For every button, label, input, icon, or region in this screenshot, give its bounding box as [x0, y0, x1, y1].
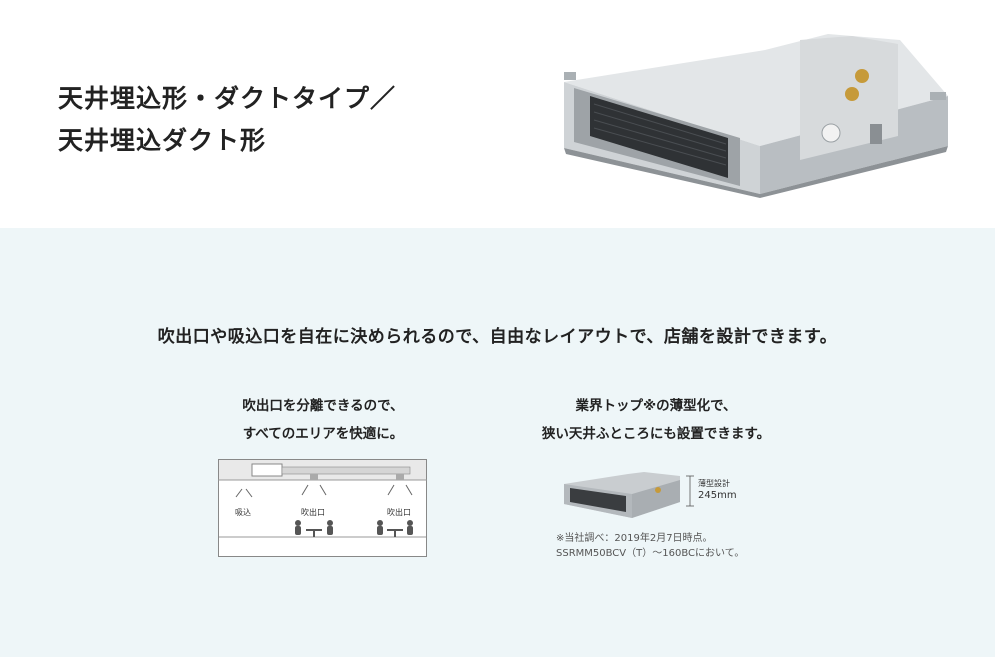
right-feature-line-1: 業界トップ※の薄型化で、 [575, 398, 737, 414]
intake-label: 吸込 [235, 508, 251, 517]
right-feature-text: 業界トップ※の薄型化で、 狭い天井ふところにも設置できます。 [496, 392, 816, 448]
title-line-1: 天井埋込形・ダクトタイプ／ [58, 84, 397, 113]
left-feature-line-1: 吹出口を分離できるので、 [242, 398, 404, 414]
slim-dimension-label: 薄型設計 [698, 478, 730, 488]
footnote: ※当社調べ：2019年2月7日時点。 SSRMM50BCV（T）～160BCにお… [556, 531, 744, 561]
slim-unit-image: 薄型設計 245mm [564, 472, 737, 518]
hero-section: 天井埋込形・ダクトタイプ／ 天井埋込ダクト形 [0, 0, 995, 228]
outlet-label-1: 吹出口 [301, 507, 325, 517]
ducted-unit-image [564, 34, 948, 198]
page-title: 天井埋込形・ダクトタイプ／ 天井埋込ダクト形 [58, 78, 396, 162]
left-feature-text: 吹出口を分離できるので、 すべてのエリアを快適に。 [218, 392, 428, 448]
layout-diagram: 吸込 吹出口 吹出口 [218, 459, 427, 557]
title-line-2: 天井埋込ダクト形 [58, 126, 267, 155]
footnote-line-1: ※当社調べ：2019年2月7日時点。 [556, 533, 713, 544]
outlet-label-2: 吹出口 [387, 507, 411, 517]
right-feature-line-2: 狭い天井ふところにも設置できます。 [541, 426, 771, 442]
slim-dimension-value: 245mm [698, 490, 737, 501]
feature-headline: 吹出口や吸込口を自在に決められるので、自由なレイアウトで、店舗を設計できます。 [157, 327, 838, 347]
left-feature-line-2: すべてのエリアを快適に。 [242, 426, 404, 442]
feature-section: 吹出口や吸込口を自在に決められるので、自由なレイアウトで、店舗を設計できます。 … [0, 228, 995, 657]
footnote-line-2: SSRMM50BCV（T）～160BCにおいて。 [556, 548, 745, 559]
